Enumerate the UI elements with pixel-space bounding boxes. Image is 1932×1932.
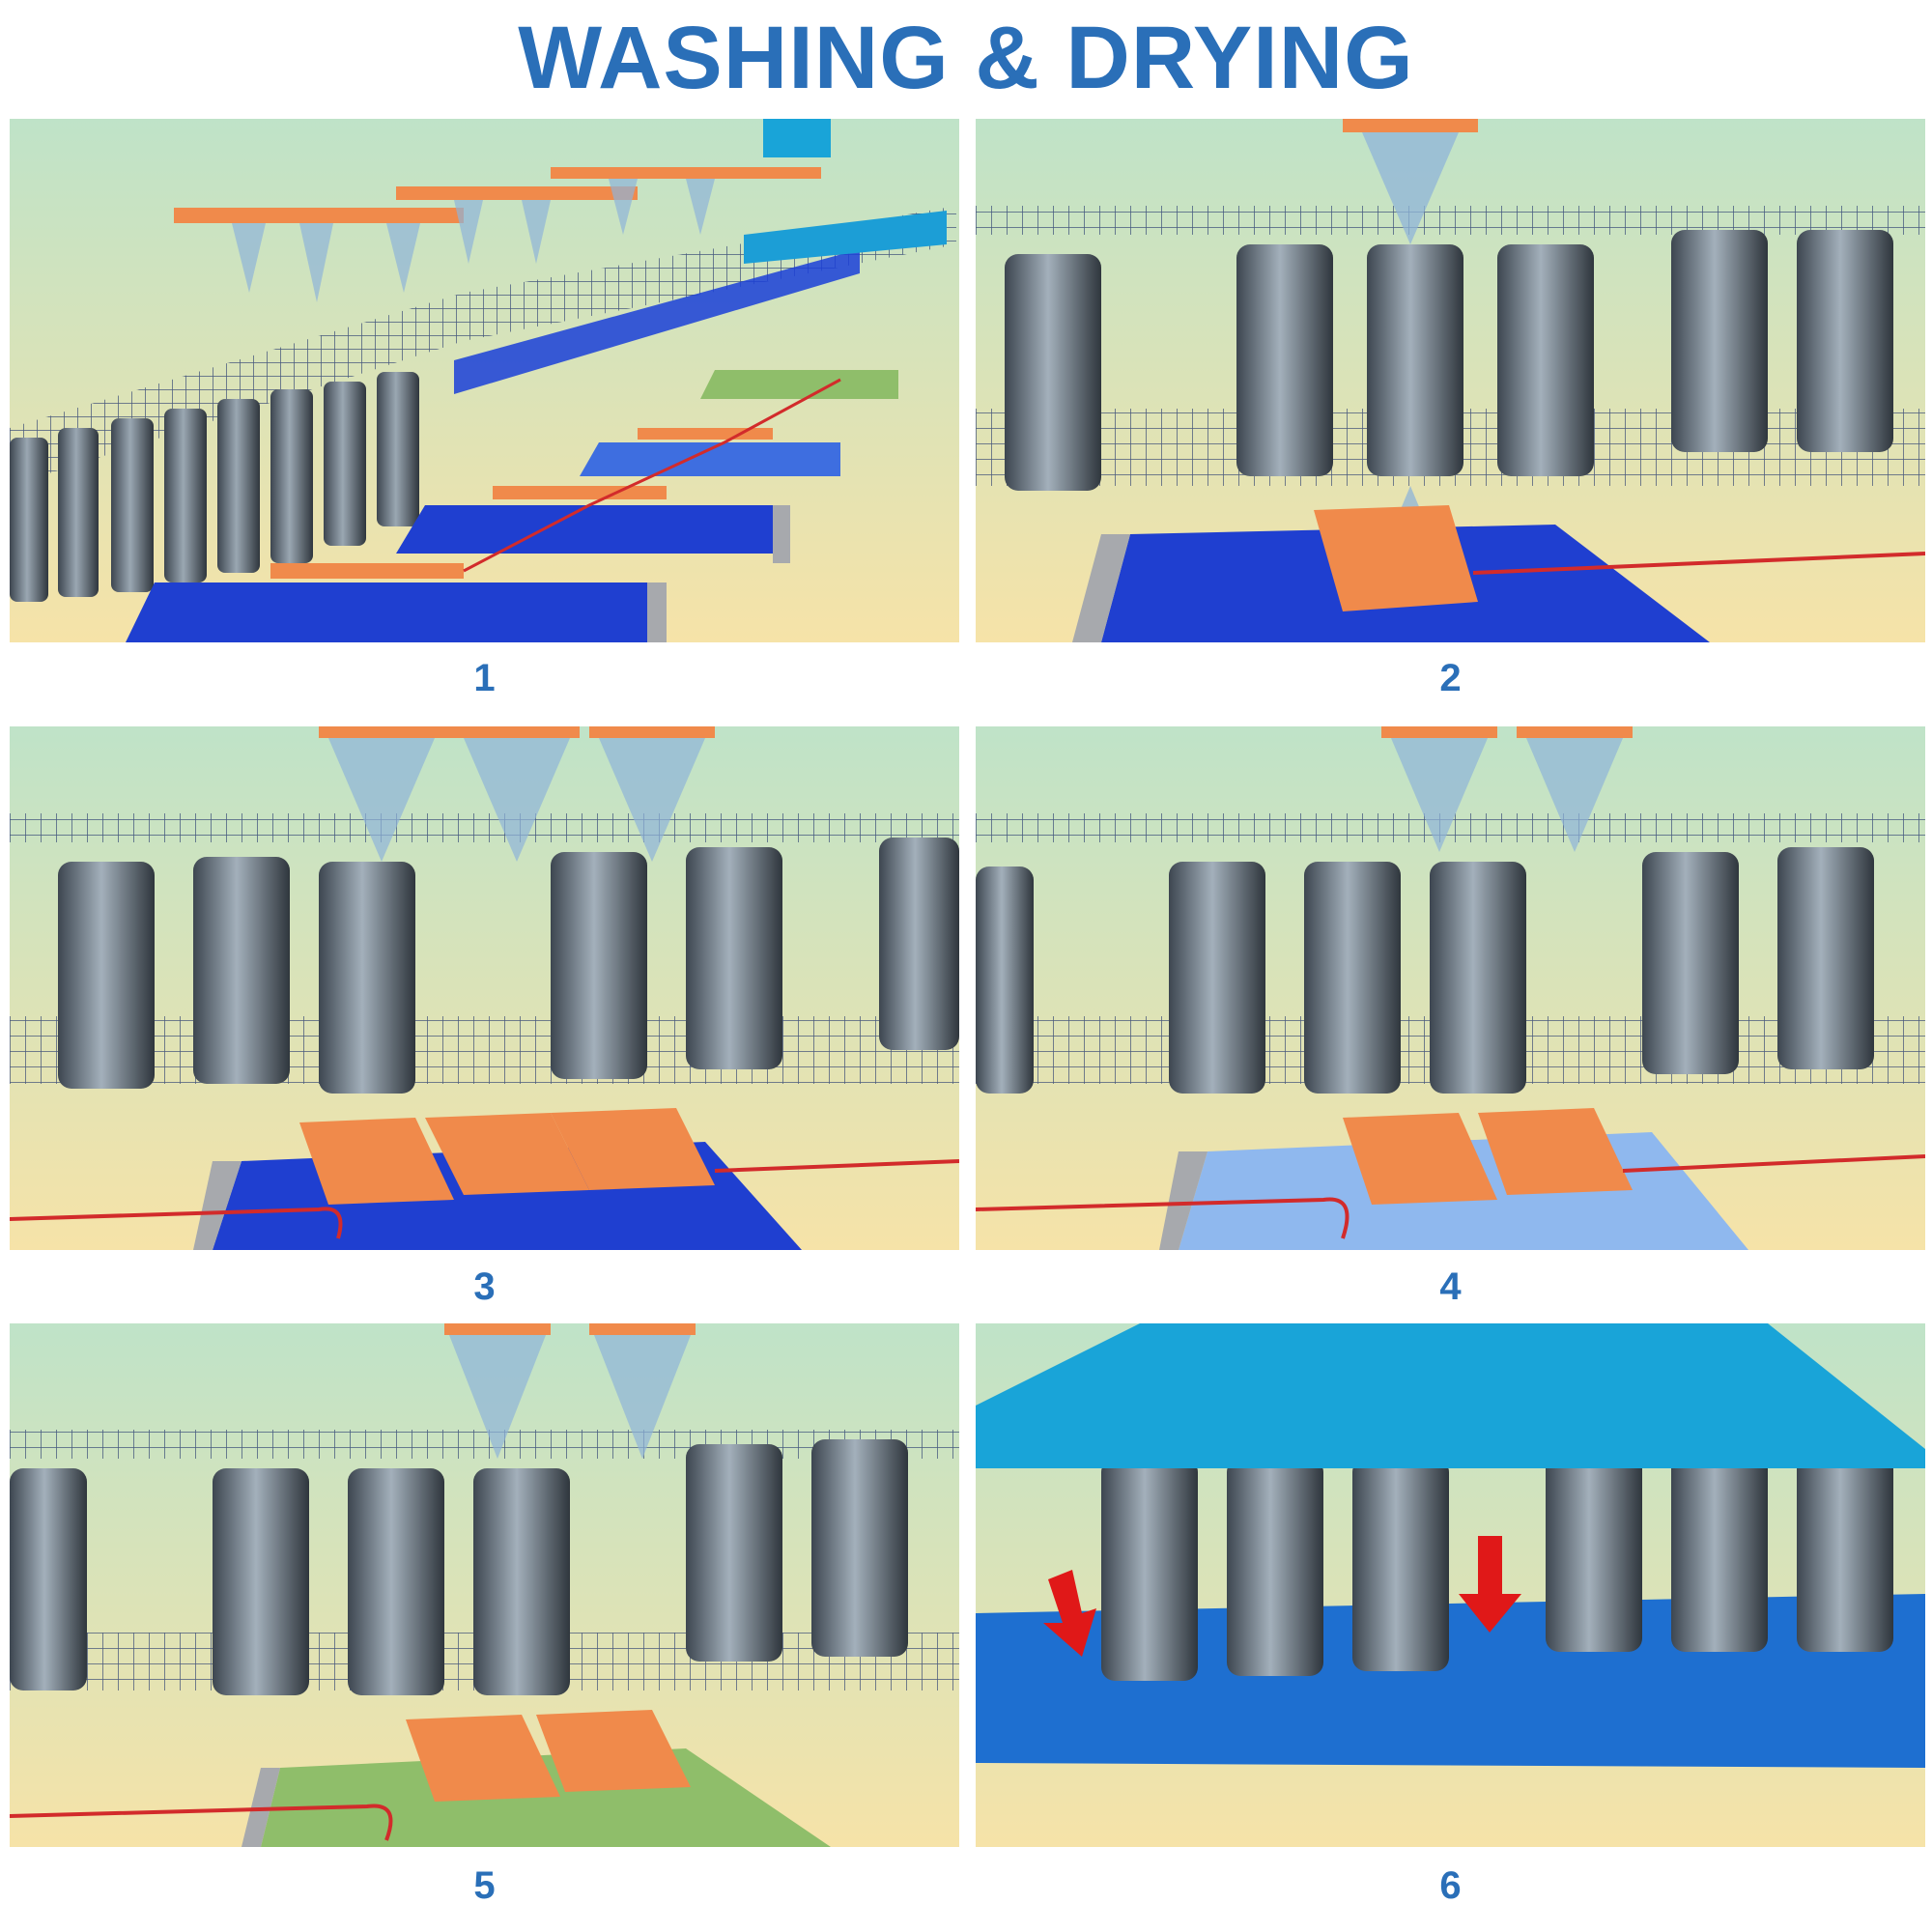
step-1-illustration <box>10 119 959 642</box>
step-4-panel <box>976 726 1925 1250</box>
step-2-panel <box>976 119 1925 642</box>
step-3-label: 3 <box>10 1265 959 1309</box>
step-5-label: 5 <box>10 1864 959 1908</box>
step-4-illustration <box>976 726 1925 1250</box>
step-5-illustration <box>10 1323 959 1847</box>
dryer-hood <box>976 1323 1925 1468</box>
step-2-label: 2 <box>976 657 1925 700</box>
step-3-illustration <box>10 726 959 1250</box>
lower-nozzle-bar <box>1314 505 1478 611</box>
step-5-panel <box>10 1323 959 1847</box>
step-6-panel <box>976 1323 1925 1847</box>
step-4-label: 4 <box>976 1265 1925 1309</box>
step-6-illustration <box>976 1323 1925 1847</box>
step-1-label: 1 <box>10 657 959 700</box>
step-3-panel <box>10 726 959 1250</box>
step-1-panel <box>10 119 959 642</box>
upper-nozzle-bar <box>1343 119 1478 132</box>
step-6-label: 6 <box>976 1864 1925 1908</box>
step-2-illustration <box>976 119 1925 642</box>
page-title: WASHING & DRYING <box>0 8 1932 109</box>
